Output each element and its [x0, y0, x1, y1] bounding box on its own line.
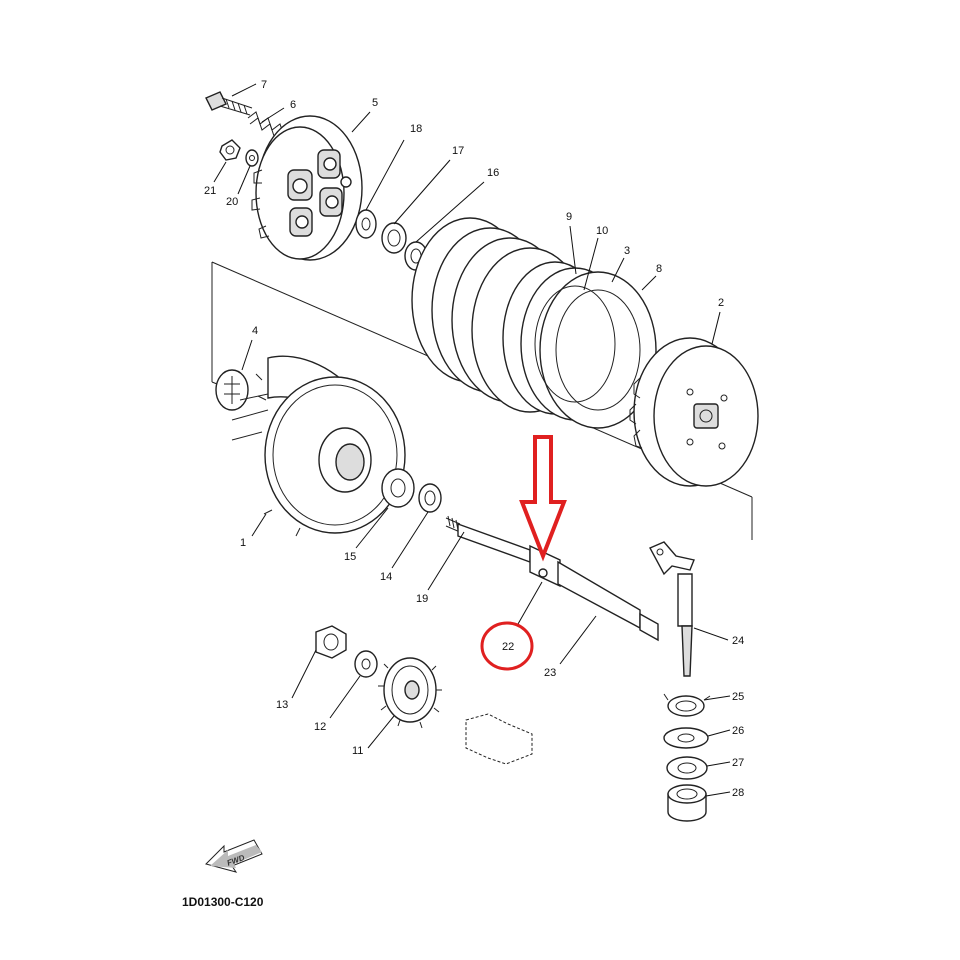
clutch-housing-part	[231, 355, 406, 537]
fwd-label: FWD	[226, 853, 246, 868]
part-number-labels: 7 6 5 18 17 16 21 20 9 10 3 8 2 4 1 15 1…	[204, 79, 744, 799]
part-label-25: 25	[732, 691, 744, 703]
lever-shaft-part	[649, 541, 695, 677]
highlight-circle	[480, 621, 534, 671]
collar-part	[355, 209, 377, 239]
part-label-19: 19	[416, 593, 428, 605]
plain-washer-part	[381, 468, 415, 508]
washer-part	[245, 149, 259, 167]
part-label-12: 12	[314, 721, 326, 733]
thrust-washer-part	[215, 369, 249, 411]
part-label-9: 9	[566, 211, 572, 223]
highlight-annotation	[480, 435, 567, 671]
part-label-6: 6	[290, 99, 296, 111]
part-label-24: 24	[732, 635, 744, 647]
part-label-22: 22	[502, 641, 514, 653]
diagram-code: 1D01300-C120	[182, 895, 264, 909]
part-label-21: 21	[204, 185, 216, 197]
leader-lines	[213, 83, 731, 797]
part-label-18: 18	[410, 123, 422, 135]
part-label-15: 15	[344, 551, 356, 563]
part-label-28: 28	[732, 787, 744, 799]
axle-part	[457, 523, 659, 642]
part-label-26: 26	[732, 725, 744, 737]
part-label-8: 8	[656, 263, 662, 275]
push-rod-part	[445, 515, 461, 533]
part-label-5: 5	[372, 97, 378, 109]
part-label-16: 16	[487, 167, 499, 179]
part-label-1: 1	[240, 537, 246, 549]
flat-washer-part	[663, 727, 709, 749]
part-label-17: 17	[452, 145, 464, 157]
part-label-23: 23	[544, 667, 556, 679]
bearing-part	[381, 222, 407, 254]
outline-part	[465, 713, 533, 765]
gear-nut-part	[315, 625, 347, 659]
part-label-4: 4	[252, 325, 258, 337]
part-label-3: 3	[624, 245, 630, 257]
oil-seal-part	[666, 756, 708, 780]
highlight-arrow	[519, 435, 567, 562]
part-label-7: 7	[261, 79, 267, 91]
part-label-27: 27	[732, 757, 744, 769]
nut-part	[219, 139, 241, 161]
part-label-2: 2	[718, 297, 724, 309]
torsion-spring-part	[663, 693, 711, 717]
part-label-10: 10	[596, 225, 608, 237]
spacer-part	[418, 483, 442, 513]
part-label-13: 13	[276, 699, 288, 711]
part-label-20: 20	[226, 196, 238, 208]
drive-gear-part	[378, 657, 442, 729]
friction-plate-stack	[411, 217, 657, 429]
gear-washer-part	[354, 650, 378, 678]
clutch-boss-part	[629, 337, 759, 487]
bolt-part	[205, 91, 253, 116]
pressure-plate-part	[251, 115, 363, 261]
part-label-11: 11	[352, 745, 363, 757]
part-label-14: 14	[380, 571, 392, 583]
needle-bearing-part	[667, 784, 707, 822]
fwd-indicator: FWD	[205, 839, 263, 873]
